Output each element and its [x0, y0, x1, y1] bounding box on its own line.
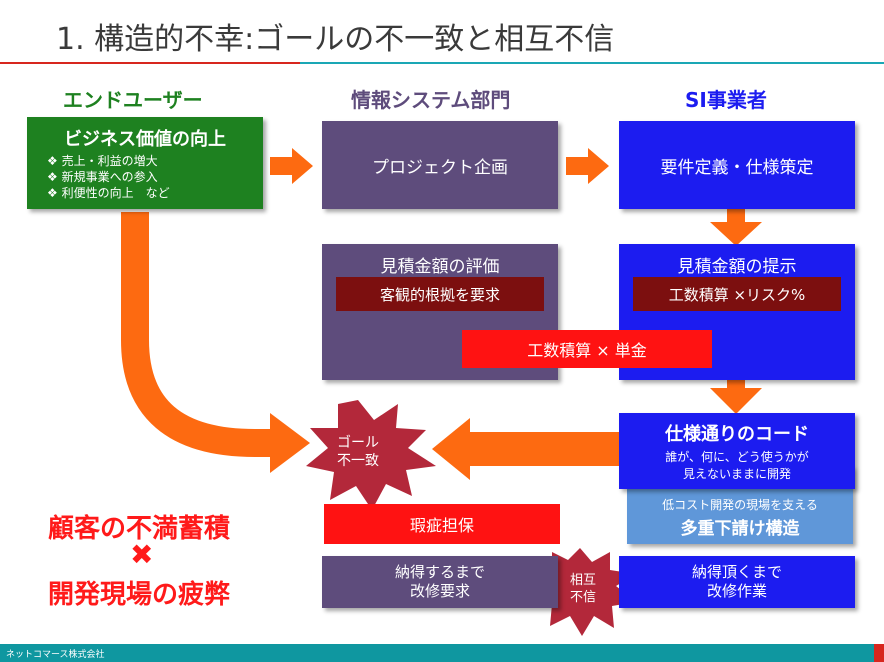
project-planning-box: プロジェクト企画 — [322, 121, 558, 209]
rework-request-line1: 納得するまで — [394, 563, 485, 581]
rework-work-line1: 納得頂くまで — [691, 563, 782, 581]
customer-dissatisfaction-text: 顧客の不満蓄積 — [48, 514, 231, 544]
column-header-end-user: エンドユーザー — [63, 88, 203, 112]
mutual-distrust-line1: 相互 — [569, 573, 596, 588]
warranty-bar: 瑕疵担保 — [324, 504, 560, 544]
risk-label: 工数積算 ×リスク% — [633, 277, 841, 311]
business-value-title: ビジネス価値の向上 — [64, 129, 226, 150]
objective-basis-text: 客観的根拠を要求 — [379, 285, 500, 304]
requirements-box: 要件定義・仕様策定 — [619, 121, 855, 209]
goal-mismatch-star — [306, 400, 436, 510]
column-header-it-dept: 情報システム部門 — [351, 88, 511, 112]
rework-work-box: 納得頂くまで 改修作業 — [619, 556, 855, 608]
curved-arrow-head — [270, 413, 310, 473]
code-line2: 見えないままに開発 — [682, 466, 791, 481]
arrow-code-to-goal — [432, 418, 620, 480]
requirements-label: 要件定義・仕様策定 — [660, 157, 814, 178]
bullet-item: ❖ 利便性の向上 など — [47, 186, 170, 200]
footer-bar — [0, 644, 884, 662]
unit-price-text: 工数積算 × 単金 — [527, 341, 647, 360]
page-title: 1. 構造的不幸:ゴールの不一致と相互不信 — [56, 22, 615, 57]
unit-price-bar: 工数積算 × 単金 — [462, 330, 712, 368]
objective-basis-label: 客観的根拠を要求 — [336, 277, 544, 311]
goal-mismatch-line2: 不一致 — [337, 453, 379, 469]
mutual-distrust-label: 相互 不信 — [563, 572, 603, 606]
warranty-text: 瑕疵担保 — [409, 516, 474, 535]
curved-arrow-to-goal — [121, 212, 275, 457]
estimate-present-title: 見積金額の提示 — [677, 257, 797, 277]
column-header-si-vendor: SI事業者 — [685, 88, 767, 112]
bullet-item: ❖ 新規事業への参入 — [47, 170, 158, 184]
cross-icon: ✖ — [130, 538, 154, 571]
project-planning-label: プロジェクト企画 — [372, 157, 508, 178]
mutual-distrust-line2: 不信 — [569, 590, 596, 605]
goal-mismatch-line1: ゴール — [337, 435, 379, 451]
code-line1: 誰が、何に、どう使うかが — [665, 449, 809, 464]
footer-accent — [874, 644, 884, 662]
subcontract-line2: 多重下請け構造 — [680, 519, 800, 539]
code-title: 仕様通りのコード — [665, 423, 809, 445]
title-rule-teal — [300, 62, 884, 64]
arrow-down-to-estimate — [710, 208, 762, 246]
footer-company: ネットコマース株式会社 — [6, 650, 105, 660]
estimate-evaluation-title: 見積金額の評価 — [380, 257, 500, 277]
risk-text: 工数積算 ×リスク% — [668, 285, 806, 304]
arrow-to-planning — [270, 148, 313, 184]
subcontract-line1: 低コスト開発の現場を支える — [662, 498, 818, 512]
rework-request-box: 納得するまで 改修要求 — [322, 556, 558, 608]
rework-request-line2: 改修要求 — [409, 582, 470, 600]
goal-mismatch-label: ゴール 不一致 — [333, 434, 383, 470]
developer-fatigue-text: 開発現場の疲弊 — [48, 580, 231, 610]
rework-work-line2: 改修作業 — [706, 582, 767, 600]
arrow-to-requirements — [566, 148, 609, 184]
code-box: 仕様通りのコード 誰が、何に、どう使うかが 見えないままに開発 — [619, 413, 855, 489]
business-value-box: ビジネス価値の向上 ❖ 売上・利益の増大 ❖ 新規事業への参入 ❖ 利便性の向上… — [27, 117, 263, 209]
bullet-item: ❖ 売上・利益の増大 — [47, 154, 158, 168]
arrow-down-to-code — [710, 372, 762, 414]
